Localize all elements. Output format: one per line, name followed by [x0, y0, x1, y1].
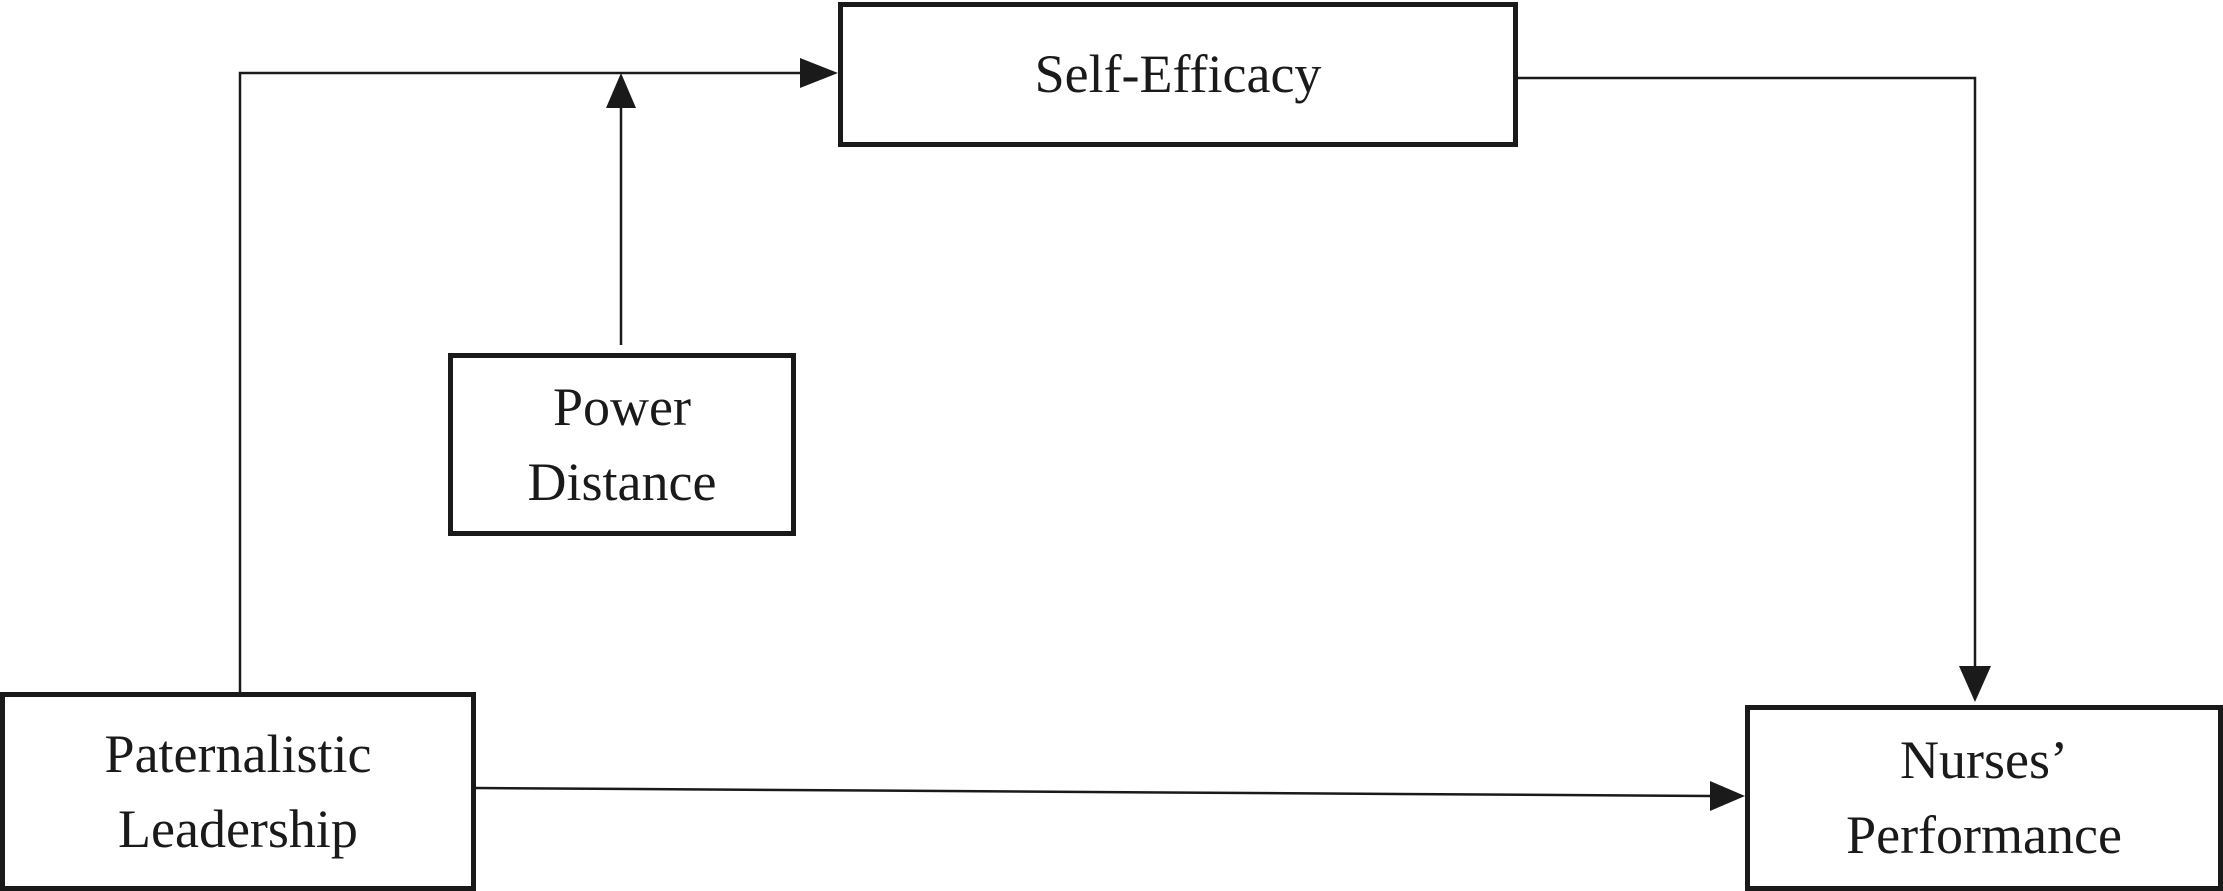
nurses-performance-label-line1: Nurses’: [1900, 730, 2068, 791]
edge-leadership-to-self-efficacy: [238, 58, 838, 692]
arrowhead-icon: [1710, 781, 1745, 811]
power-distance-box: Power Distance: [448, 353, 796, 536]
edge-self-efficacy-to-nurses-performance: [1518, 76, 1991, 702]
power-distance-label-line2: Distance: [527, 451, 717, 512]
paternalistic-leadership-box: Paternalistic Leadership: [0, 692, 476, 891]
paternalistic-leadership-label-line2: Leadership: [118, 798, 358, 859]
arrowhead-icon: [1959, 666, 1991, 702]
self-efficacy-label: Self-Efficacy: [1034, 44, 1322, 105]
self-efficacy-box: Self-Efficacy: [838, 2, 1518, 147]
edge-power-distance-moderation: [606, 73, 636, 345]
edge-leadership-to-nurses-performance: [475, 781, 1745, 811]
paternalistic-leadership-label-line1: Paternalistic: [104, 723, 372, 784]
arrowhead-icon: [800, 58, 838, 88]
nurses-performance-box: Nurses’ Performance: [1745, 705, 2223, 891]
nurses-performance-label-line2: Performance: [1846, 805, 2122, 865]
power-distance-label-line1: Power: [553, 376, 691, 437]
arrowhead-icon: [606, 73, 636, 108]
